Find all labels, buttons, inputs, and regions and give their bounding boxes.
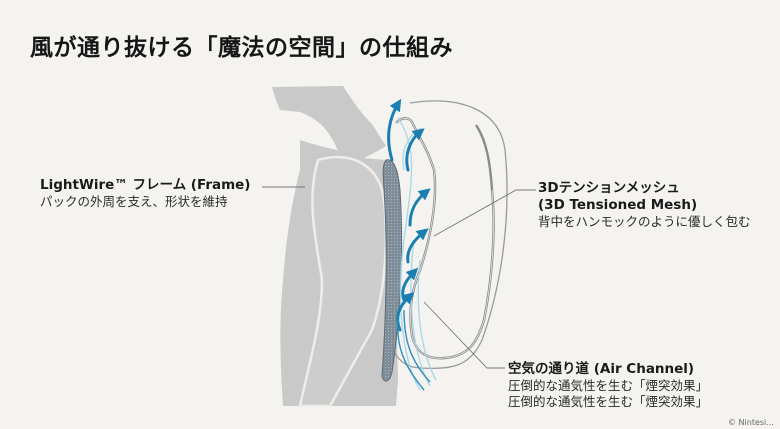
airflow-light-streams <box>397 117 437 391</box>
air-channel-description-1: 圧倒的な通気性を生む「煙突効果」 <box>508 378 709 393</box>
airflow-arrow-icon <box>387 98 431 332</box>
pack-outline <box>391 100 508 370</box>
air-channel-description-2: 圧倒的な通気性を生む「煙突効果」 <box>508 394 709 409</box>
air-channel-heading: 空気の通り道 (Air Channel) <box>508 361 695 377</box>
page-title: 風が通り抜ける「魔法の空間」の仕組み <box>30 35 453 61</box>
callout-frame: LightWire™ フレーム (Frame) パックの外周を支え、形状を維持 <box>40 177 250 210</box>
copyright-credit: © Nintesi... <box>728 418 774 427</box>
airflow-lower-streams <box>397 309 431 391</box>
human-silhouette <box>272 86 398 408</box>
mesh-heading: 3Dテンションメッシュ <box>538 180 680 196</box>
mesh-heading-en: (3D Tensioned Mesh) <box>538 197 698 213</box>
callout-air-channel: 空気の通り道 (Air Channel) 圧倒的な通気性を生む「煙突効果」 圧倒… <box>508 361 708 410</box>
lightwire-frame-panel <box>381 159 403 382</box>
leader-lines <box>262 186 536 369</box>
mesh-description: 背中をハンモックのように優しく包む <box>538 214 751 229</box>
frame-description: パックの外周を支え、形状を維持 <box>40 194 228 209</box>
frame-heading: LightWire™ フレーム (Frame) <box>40 177 251 193</box>
callout-mesh: 3Dテンションメッシュ (3D Tensioned Mesh) 背中をハンモック… <box>538 180 751 230</box>
